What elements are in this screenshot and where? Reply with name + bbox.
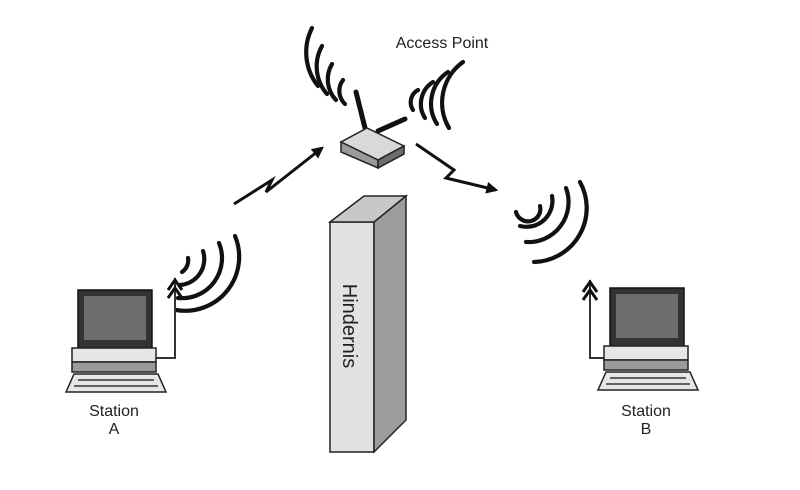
station-a-label-line2: A [109,421,120,438]
station-a-label-line1: Station [89,403,139,420]
station-a-antenna [150,277,184,359]
access-point-label: Access Point [396,35,489,52]
station-a-signal-waves [173,233,242,313]
access-point-signal-waves-left [304,25,348,107]
access-point-signal-waves-right [408,59,466,131]
station-b-computer [596,287,700,391]
radio-link-access-point-to-b [415,142,499,194]
access-point-box [339,127,406,170]
station-a: Station A [64,233,242,438]
station-a-computer [64,289,168,393]
station-b: Station B [513,179,700,438]
obstacle-label: Hindernis [338,284,360,368]
obstacle-wall: Hindernis [327,194,409,454]
radio-link-a-to-access-point [233,146,324,206]
access-point-antennas [353,89,408,134]
station-b-label-line2: B [641,421,652,438]
station-b-label-line1: Station [621,403,671,420]
access-point: Access Point [304,25,489,170]
station-b-signal-waves [513,179,589,265]
